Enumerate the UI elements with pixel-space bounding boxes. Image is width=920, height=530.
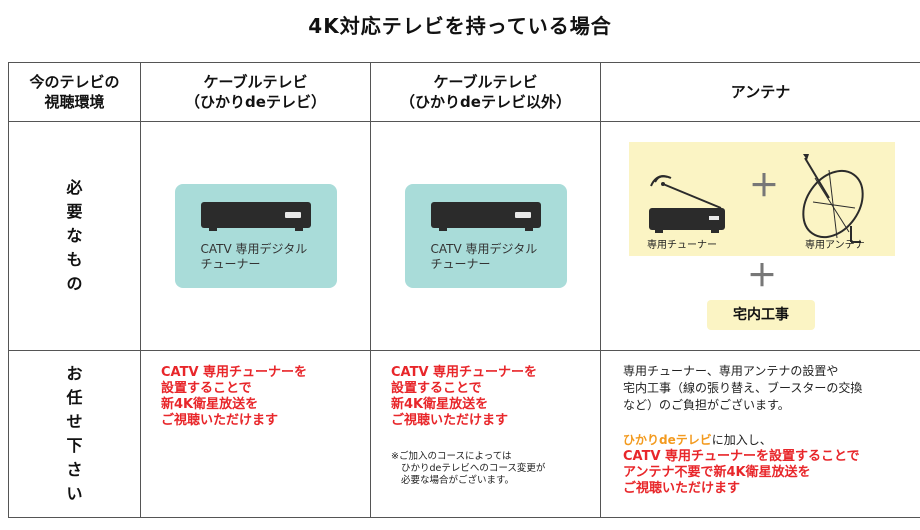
service-row: お 任 せ 下 さ い CATV 専用チューナーを 設置することで 新4K衛星放… — [8, 350, 920, 518]
note-line: ※ご加入のコースによっては — [391, 451, 512, 462]
header-cable-other: ケーブルテレビ （ひかりdeテレビ以外） — [370, 62, 601, 122]
leave-it-to-us-label: お 任 せ 下 さ い — [8, 350, 141, 518]
join-text: に加入し、 — [711, 433, 772, 447]
header-antenna: アンテナ — [600, 62, 920, 122]
set-top-box-icon — [200, 202, 311, 228]
hikari-join-line: ひかりdeテレビに加入し、 — [623, 432, 910, 449]
label-char: な — [66, 226, 83, 245]
message-line: CATV 専用チューナーを — [391, 365, 538, 380]
label-char: も — [66, 250, 83, 269]
tuner-device-icon — [649, 175, 725, 233]
label-char: お — [66, 364, 83, 383]
label-char: 要 — [66, 202, 83, 221]
header-col2-line1: ケーブルテレビ — [433, 73, 538, 91]
label-char: さ — [66, 460, 83, 479]
required-cable-other-cell: CATV 専用デジタル チューナー — [370, 121, 601, 351]
plus-icon: ＋ — [749, 169, 779, 204]
label-char: 任 — [66, 388, 83, 407]
antenna-equipment-box: ＋ 専用チューナー 専用アンテナ — [629, 142, 895, 256]
service-message: CATV 専用チューナーを 設置することで 新4K衛星放送を ご視聴いただけます — [161, 365, 360, 429]
label-char: い — [66, 484, 83, 503]
course-change-note: ※ご加入のコースによっては ひかりdeテレビへのコース変更が 必要な場合がござい… — [391, 451, 590, 487]
set-top-box-feet — [208, 228, 303, 231]
catv-tuner-card: CATV 専用デジタル チューナー — [174, 184, 337, 288]
header-col0-line1: 今のテレビの — [29, 73, 120, 91]
message-line: アンテナ不要で新4K衛星放送を — [623, 465, 811, 480]
catv-tuner-label: CATV 専用デジタル チューナー — [430, 242, 538, 271]
set-top-box-feet — [438, 228, 533, 231]
message-line: 新4K衛星放送を — [391, 397, 489, 412]
message-line: 新4K衛星放送を — [161, 397, 259, 412]
antenna-cost-note: 専用チューナー、専用アンテナの設置や 宅内工事（線の張り替え、ブースターの交換 … — [623, 363, 910, 414]
set-top-box-icon — [430, 202, 541, 228]
message-line: ご視聴いただけます — [623, 481, 741, 496]
service-message: CATV 専用チューナーを 設置することで 新4K衛星放送を ご視聴いただけます — [391, 365, 590, 429]
antenna-service-message: CATV 専用チューナーを設置することで アンテナ不要で新4K衛星放送を ご視聴… — [623, 449, 910, 497]
required-cable-hikari-cell: CATV 専用デジタル チューナー — [140, 121, 371, 351]
header-row: 今のテレビの 視聴環境 ケーブルテレビ （ひかりdeテレビ） ケーブルテレビ （… — [8, 62, 920, 122]
antenna-requirements: ＋ 専用チューナー 専用アンテナ ＋ 宅内工事 — [601, 122, 920, 350]
required-items-row: 必 要 な も の CATV 専用デジタル チューナー CATV 専用デジタル … — [8, 121, 920, 351]
note-line: ひかりdeテレビへのコース変更が — [401, 463, 546, 474]
note-line: 専用チューナー、専用アンテナの設置や — [623, 364, 839, 378]
dedicated-tuner-label: 専用チューナー — [647, 240, 717, 251]
home-wiring-work-badge: 宅内工事 — [707, 300, 815, 330]
label-char: 必 — [66, 178, 83, 197]
header-col2-line2: （ひかりdeテレビ以外） — [400, 93, 571, 111]
page-title: 4K対応テレビを持っている場合 — [308, 14, 612, 38]
header-col0-line2: 視聴環境 — [44, 93, 105, 111]
label-char: 下 — [66, 436, 83, 455]
catv-tuner-label: CATV 専用デジタル チューナー — [200, 242, 308, 271]
catv-tuner-card: CATV 専用デジタル チューナー — [404, 184, 567, 288]
tuner-and-dish-illustration — [649, 154, 864, 243]
header-cable-hikari: ケーブルテレビ （ひかりdeテレビ） — [140, 62, 371, 122]
plus-icon: ＋ — [747, 259, 777, 294]
message-line: 設置することで — [161, 381, 252, 396]
required-items-label: 必 要 な も の — [8, 121, 141, 351]
satellite-dish-icon — [802, 154, 864, 243]
note-line: 必要な場合がございます。 — [401, 475, 515, 486]
message-line: CATV 専用チューナーを — [161, 365, 308, 380]
label-char: せ — [66, 412, 83, 431]
dedicated-antenna-label: 専用アンテナ — [805, 240, 865, 251]
required-antenna-cell: ＋ 専用チューナー 専用アンテナ ＋ 宅内工事 — [600, 121, 920, 351]
header-current-environment: 今のテレビの 視聴環境 — [8, 62, 141, 122]
message-line: ご視聴いただけます — [161, 413, 279, 428]
hikari-de-tv-link[interactable]: ひかりdeテレビ — [623, 433, 712, 447]
header-col1-line2: （ひかりdeテレビ） — [185, 93, 326, 111]
message-line: ご視聴いただけます — [391, 413, 509, 428]
service-cable-other-cell: CATV 専用チューナーを 設置することで 新4K衛星放送を ご視聴いただけます… — [370, 350, 601, 518]
service-antenna-cell: 専用チューナー、専用アンテナの設置や 宅内工事（線の張り替え、ブースターの交換 … — [600, 350, 920, 518]
service-cable-hikari-cell: CATV 専用チューナーを 設置することで 新4K衛星放送を ご視聴いただけます — [140, 350, 371, 518]
message-line: 設置することで — [391, 381, 482, 396]
header-col1-line1: ケーブルテレビ — [203, 73, 308, 91]
message-line: CATV 専用チューナーを設置することで — [623, 449, 860, 464]
comparison-table: 今のテレビの 視聴環境 ケーブルテレビ （ひかりdeテレビ） ケーブルテレビ （… — [8, 62, 920, 518]
note-line: 宅内工事（線の張り替え、ブースターの交換 — [623, 381, 863, 395]
label-char: の — [66, 274, 83, 293]
note-line: など）のご負担がございます。 — [623, 398, 790, 412]
